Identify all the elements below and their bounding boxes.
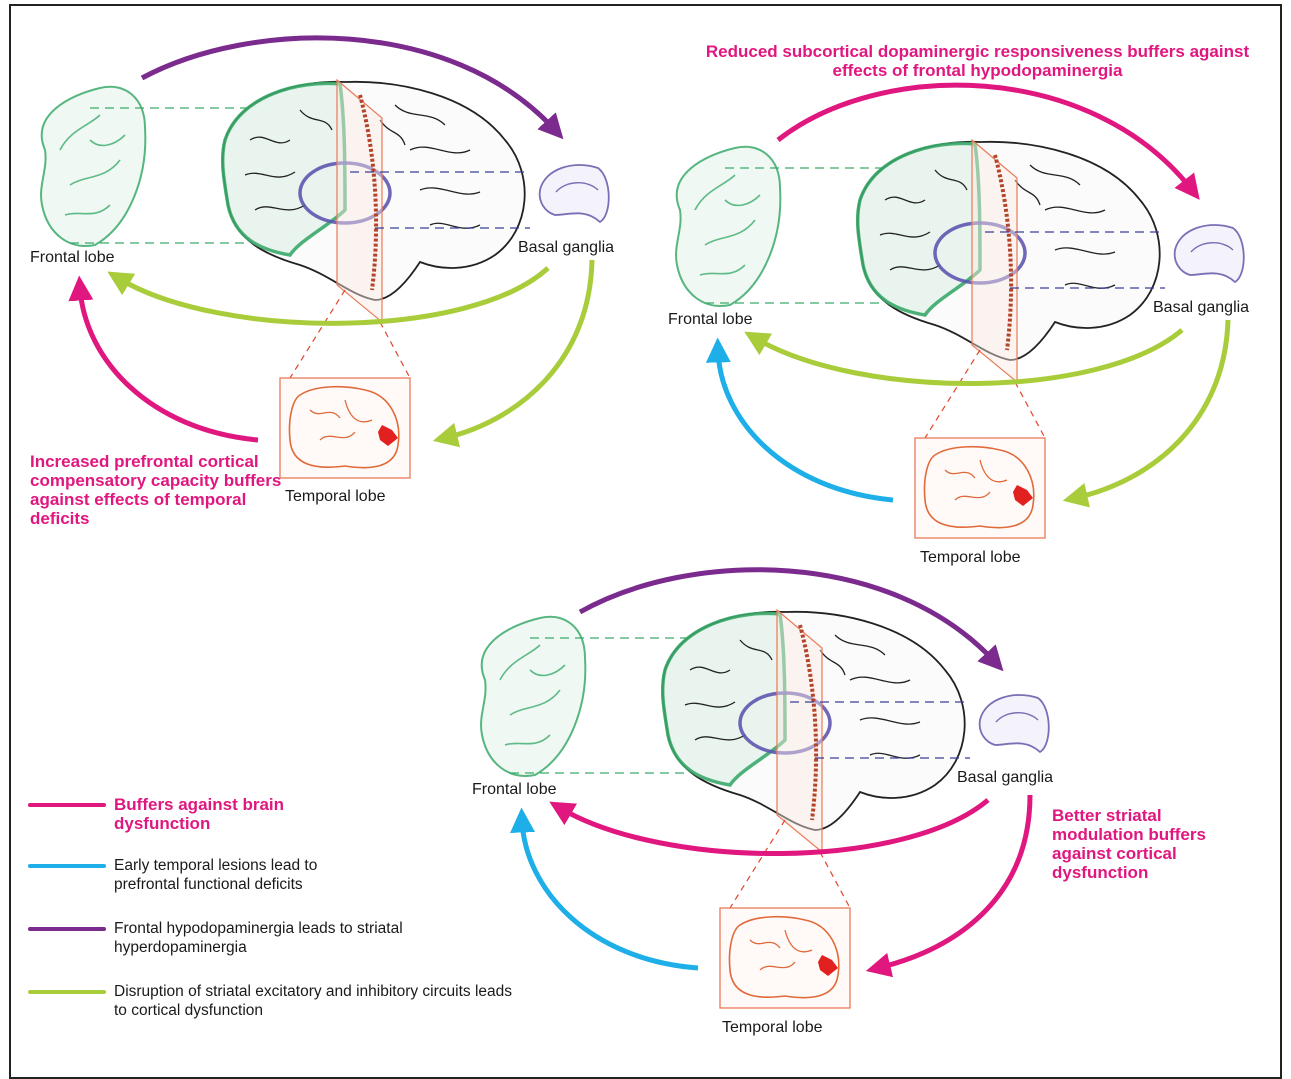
arrow-basal-to-temporal (865, 794, 1033, 978)
temporal-lobe-label: Temporal lobe (285, 488, 386, 505)
temporal-lobe-label: Temporal lobe (722, 1019, 823, 1036)
arrow-basal-to-temporal (432, 259, 595, 448)
arrow-basal-to-temporal (1062, 319, 1231, 508)
pink-line-icon (28, 803, 106, 807)
legend-item-frontal: Frontal hypodopaminergia leads to striat… (28, 919, 414, 957)
annotation-prefrontal-compensation: Increased prefrontal cortical compensato… (30, 452, 282, 528)
panel-bottom (479, 567, 1051, 1010)
panel-top-left (39, 35, 611, 480)
arrow-frontal-to-basal (776, 82, 1200, 200)
annotation-striatal-modulation: Better striatal modulation buffers again… (1052, 806, 1206, 882)
legend-label: Early temporal lesions lead to prefronta… (114, 857, 318, 893)
basal-ganglia-label: Basal ganglia (957, 769, 1054, 786)
purple-line-icon (28, 927, 106, 931)
arrow-temporal-to-frontal (510, 807, 699, 971)
arrow-basal-to-frontal (744, 328, 1184, 386)
temporal-lobe-label: Temporal lobe (920, 549, 1021, 566)
annotation-subcortical-dopaminergic: Reduced subcortical dopaminergic respons… (705, 42, 1250, 80)
frontal-lobe-label: Frontal lobe (30, 249, 115, 266)
legend-label: Frontal hypodopaminergia leads to striat… (114, 920, 403, 956)
panel-top-right (674, 82, 1246, 540)
basal-ganglia-label: Basal ganglia (1153, 299, 1250, 316)
legend-item-buffers: Buffers against brain dysfunction (28, 795, 294, 833)
legend-label: Disruption of striatal excitatory and in… (114, 983, 513, 1019)
legend-label: Buffers against brain dysfunction (114, 795, 285, 833)
arrow-temporal-to-frontal (68, 275, 259, 443)
arrow-frontal-to-basal (578, 567, 1004, 672)
frontal-lobe-label: Frontal lobe (472, 781, 557, 798)
basal-ganglia-label: Basal ganglia (518, 239, 615, 256)
arrow-temporal-to-frontal (705, 337, 894, 503)
arrow-basal-to-frontal (549, 798, 990, 856)
legend-item-striatal: Disruption of striatal excitatory and in… (28, 982, 524, 1020)
arrow-frontal-to-basal (140, 35, 564, 140)
arrow-basal-to-frontal (107, 266, 550, 326)
blue-line-icon (28, 864, 106, 868)
frontal-lobe-label: Frontal lobe (668, 311, 753, 328)
legend-item-temporal: Early temporal lesions lead to prefronta… (28, 856, 364, 894)
green-line-icon (28, 990, 106, 994)
